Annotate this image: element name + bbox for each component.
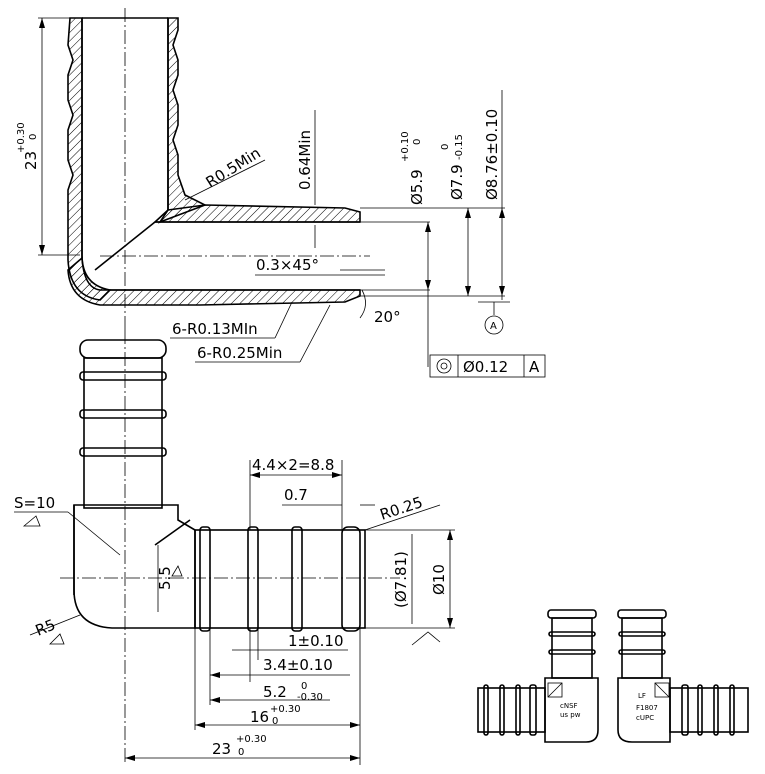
section-hatch-vertical-inner bbox=[157, 17, 207, 224]
svg-text:LF: LF bbox=[638, 692, 646, 700]
svg-text:0.64Min: 0.64Min bbox=[296, 130, 314, 190]
ridge-callouts: 6-R0.13MIn 6-R0.25Min bbox=[170, 301, 331, 363]
dimension-55: 5.5 bbox=[156, 545, 183, 612]
svg-text:S=10: S=10 bbox=[14, 494, 55, 512]
svg-text:Ø10: Ø10 bbox=[430, 564, 448, 595]
svg-text:6-R0.13MIn: 6-R0.13MIn bbox=[172, 320, 258, 338]
svg-text:Ø7.9: Ø7.9 bbox=[448, 164, 466, 200]
radius-r05: R0.5Min bbox=[184, 144, 266, 201]
dimension-diameters: Ø5.9 +0.10 0 Ø7.9 0 -0.15 Ø8.76±0.10 bbox=[360, 90, 505, 300]
svg-text:0: 0 bbox=[301, 681, 307, 692]
angle-20: 20° bbox=[359, 289, 401, 326]
svg-text:cUPC: cUPC bbox=[636, 714, 654, 722]
product-right: LF F1807 cUPC bbox=[617, 609, 749, 743]
svg-text:0: 0 bbox=[28, 134, 39, 140]
svg-text:0: 0 bbox=[412, 139, 423, 145]
svg-text:-0.30: -0.30 bbox=[297, 692, 323, 703]
dimension-horizontals: 1±0.10 3.4±0.10 5.2 0 -0.30 16 +0.30 0 2… bbox=[125, 628, 361, 765]
svg-text:F1807: F1807 bbox=[636, 704, 658, 712]
svg-text:0: 0 bbox=[272, 716, 278, 727]
product-left: cNSF us pw bbox=[477, 609, 599, 743]
svg-text:6-R0.25Min: 6-R0.25Min bbox=[197, 344, 282, 362]
svg-text:1±0.10: 1±0.10 bbox=[288, 632, 344, 650]
svg-text:A: A bbox=[529, 358, 540, 376]
svg-text:Ø8.76±0.10: Ø8.76±0.10 bbox=[483, 109, 501, 200]
svg-text:16: 16 bbox=[250, 708, 269, 726]
dimension-781-10: (Ø7.81) Ø10 bbox=[365, 529, 455, 646]
svg-text:0: 0 bbox=[238, 747, 244, 758]
section-hatch-horizontal-top bbox=[152, 204, 361, 223]
svg-text:+0.30: +0.30 bbox=[16, 122, 27, 153]
svg-text:0: 0 bbox=[440, 144, 451, 150]
svg-text:+0.30: +0.30 bbox=[270, 704, 301, 715]
svg-text:0.7: 0.7 bbox=[284, 486, 308, 504]
elevation-view bbox=[60, 330, 400, 765]
section-hatch-horizontal-bottom bbox=[67, 256, 361, 306]
dimension-pitch: 4.4×2=8.8 0.7 R0.25 bbox=[249, 456, 441, 531]
svg-text:R0.25: R0.25 bbox=[378, 493, 425, 524]
svg-text:4.4×2=8.8: 4.4×2=8.8 bbox=[252, 456, 334, 474]
svg-text:5.2: 5.2 bbox=[263, 683, 287, 701]
section-view bbox=[67, 8, 370, 330]
dim-23-text: 23 bbox=[22, 151, 40, 170]
svg-text:Ø0.12: Ø0.12 bbox=[463, 358, 508, 376]
svg-text:5.5: 5.5 bbox=[156, 566, 174, 590]
dimension-23-vertical: 23 +0.30 0 bbox=[16, 17, 90, 256]
svg-text:R5: R5 bbox=[33, 616, 58, 640]
section-hatch-vertical-outer bbox=[67, 17, 112, 301]
svg-text:0.3×45°: 0.3×45° bbox=[256, 256, 319, 274]
svg-text:Ø5.9: Ø5.9 bbox=[408, 169, 426, 205]
svg-text:(Ø7.81): (Ø7.81) bbox=[392, 551, 410, 608]
dimension-s10: S=10 bbox=[14, 494, 121, 556]
svg-text:+0.30: +0.30 bbox=[236, 734, 267, 745]
radius-r5: R5 bbox=[29, 614, 81, 645]
datum-a: A bbox=[478, 301, 510, 335]
svg-text:cNSF: cNSF bbox=[560, 702, 578, 710]
chamfer-callout: 0.3×45° bbox=[255, 256, 385, 276]
svg-text:+0.10: +0.10 bbox=[400, 131, 411, 162]
svg-text:us pw: us pw bbox=[560, 711, 581, 719]
gdt-frame: Ø0.12 A bbox=[427, 290, 546, 378]
svg-text:R0.5Min: R0.5Min bbox=[203, 144, 264, 192]
svg-text:-0.15: -0.15 bbox=[454, 134, 465, 160]
svg-text:20°: 20° bbox=[374, 308, 401, 326]
svg-text:A: A bbox=[490, 321, 497, 332]
dimension-064: 0.64Min bbox=[296, 110, 316, 248]
svg-text:23: 23 bbox=[212, 740, 231, 758]
svg-text:3.4±0.10: 3.4±0.10 bbox=[263, 656, 333, 674]
